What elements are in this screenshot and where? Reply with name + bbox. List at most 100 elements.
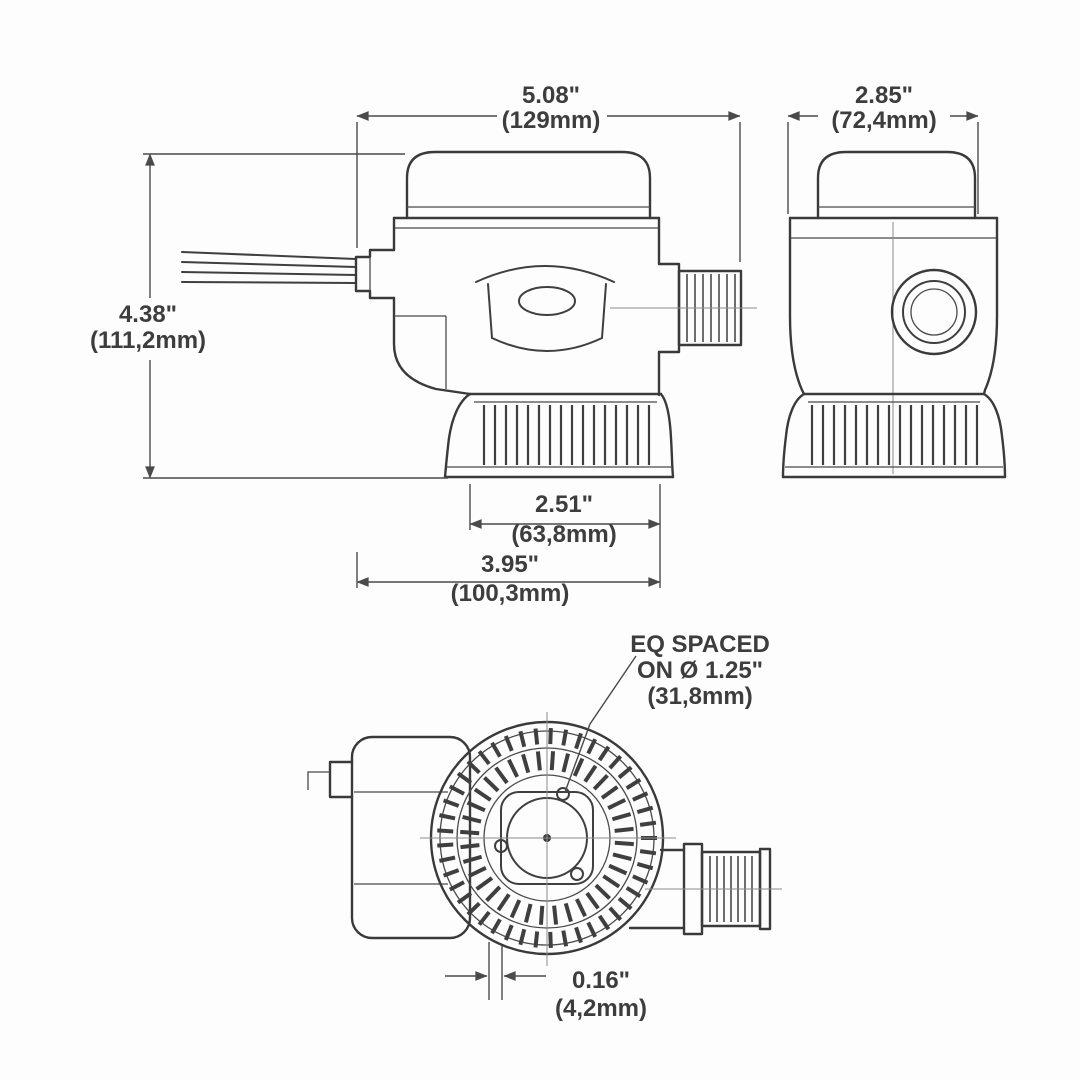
generated-detail-line [490, 741, 502, 758]
outer-slot-ring [437, 727, 657, 949]
generated-detail-line [521, 753, 531, 774]
dim-label-inches: 0.16" [572, 967, 630, 994]
generated-detail-line [625, 778, 642, 790]
generated-detail-line [548, 727, 553, 745]
generated-detail-line [456, 891, 473, 905]
generated-detail-line [583, 764, 598, 783]
generated-detail-line [548, 931, 553, 949]
generated-detail-line [524, 903, 533, 923]
inner-slot-ring [460, 751, 634, 925]
top-view [307, 712, 782, 966]
wire-gland [354, 248, 396, 300]
outlet-port-outer [890, 268, 978, 356]
handle-slot [518, 286, 576, 316]
strainer-right [982, 392, 1007, 479]
wire-gland-top [328, 760, 354, 799]
leader-line [564, 655, 637, 793]
outlet-port-mid [902, 280, 966, 344]
generated-detail-line [518, 730, 527, 748]
bolt-hole-2 [570, 867, 584, 881]
strainer-left [443, 392, 472, 479]
generated-detail-line [561, 930, 569, 947]
generated-detail-line [437, 842, 454, 848]
generated-detail-line [473, 787, 492, 802]
dim-label-mm: (72,4mm) [831, 107, 936, 134]
generated-detail-line [483, 776, 500, 793]
grip-top-arc [475, 265, 615, 283]
front-view [781, 150, 1007, 479]
generated-detail-line [639, 849, 657, 856]
outlet-port-bore [910, 288, 958, 336]
body-left-edge [392, 216, 472, 396]
dimensions: 5.08" (129mm) 2.85" (72,4mm) 4.38" (111,… [90, 82, 979, 1022]
generated-detail-line [549, 751, 556, 771]
generated-detail-line [561, 753, 570, 773]
strainer-right [659, 392, 675, 479]
generated-detail-line [477, 750, 491, 766]
generated-detail-line [466, 800, 486, 813]
generated-detail-line [586, 921, 598, 938]
generated-detail-line [625, 886, 642, 898]
wire-leads [181, 251, 357, 284]
generated-detail-line [460, 843, 480, 850]
generated-detail-line [496, 893, 511, 912]
generated-detail-line [574, 926, 583, 944]
generated-detail-line [462, 815, 482, 824]
generated-detail-line [467, 866, 487, 878]
body-left-edge [788, 216, 806, 396]
generated-detail-line [586, 738, 598, 755]
generated-detail-line [575, 898, 587, 918]
generated-detail-line [608, 906, 623, 922]
strainer-ribs [810, 405, 979, 465]
generated-detail-line [597, 745, 611, 762]
generated-detail-line [442, 868, 460, 878]
generated-detail-line [437, 828, 454, 834]
strainer-left [781, 392, 806, 479]
generated-detail-line [533, 728, 540, 745]
generated-detail-line [574, 732, 583, 750]
generated-detail-line [475, 876, 494, 891]
dim-label-mm: (63,8mm) [511, 521, 616, 548]
dim-hole-offset: 0.16" (4,2mm) [445, 942, 647, 1022]
wire-stub [307, 771, 330, 790]
generated-detail-line [485, 885, 502, 902]
callout-line-1: EQ SPACED [630, 631, 770, 658]
generated-detail-line [442, 798, 460, 808]
generated-detail-line [636, 805, 654, 815]
generated-detail-line [600, 785, 619, 800]
generated-detail-line [466, 760, 481, 775]
body-right-edge [982, 216, 999, 396]
generated-detail-line [608, 754, 623, 770]
generated-detail-line [617, 765, 633, 780]
dim-overall-height: 4.38" (111,2mm) [90, 153, 448, 479]
generated-detail-line [608, 863, 628, 876]
dim-base-width: 3.95" (100,3mm) [356, 551, 661, 607]
generated-detail-line [462, 854, 483, 864]
generated-detail-line [614, 826, 634, 833]
dim-strainer-width: 2.51" (63,8mm) [469, 484, 661, 588]
callout-line-2: ON Ø 1.25" [637, 657, 763, 684]
generated-detail-line [614, 840, 634, 847]
generated-detail-line [563, 902, 573, 923]
grip-bracket [487, 283, 607, 352]
generated-detail-line [477, 910, 491, 926]
generated-detail-line [538, 905, 545, 925]
generated-detail-line [552, 905, 559, 925]
generated-detail-line [438, 813, 456, 821]
generated-detail-line [612, 852, 632, 861]
generated-detail-line [448, 784, 465, 796]
generated-detail-line [611, 812, 632, 822]
generated-detail-line [632, 874, 649, 885]
dim-front-width: 2.85" (72,4mm) [787, 82, 979, 214]
motor-dome [405, 150, 652, 220]
generated-detail-line [456, 771, 473, 785]
generated-detail-line [460, 829, 480, 836]
generated-detail-line [509, 899, 522, 919]
generated-detail-line [494, 766, 509, 785]
callout-line-3: (31,8mm) [647, 683, 752, 710]
generated-detail-line [602, 874, 621, 889]
side-view [181, 150, 757, 479]
generated-detail-line [561, 729, 569, 746]
dim-label-inches: 2.51" [535, 491, 593, 518]
